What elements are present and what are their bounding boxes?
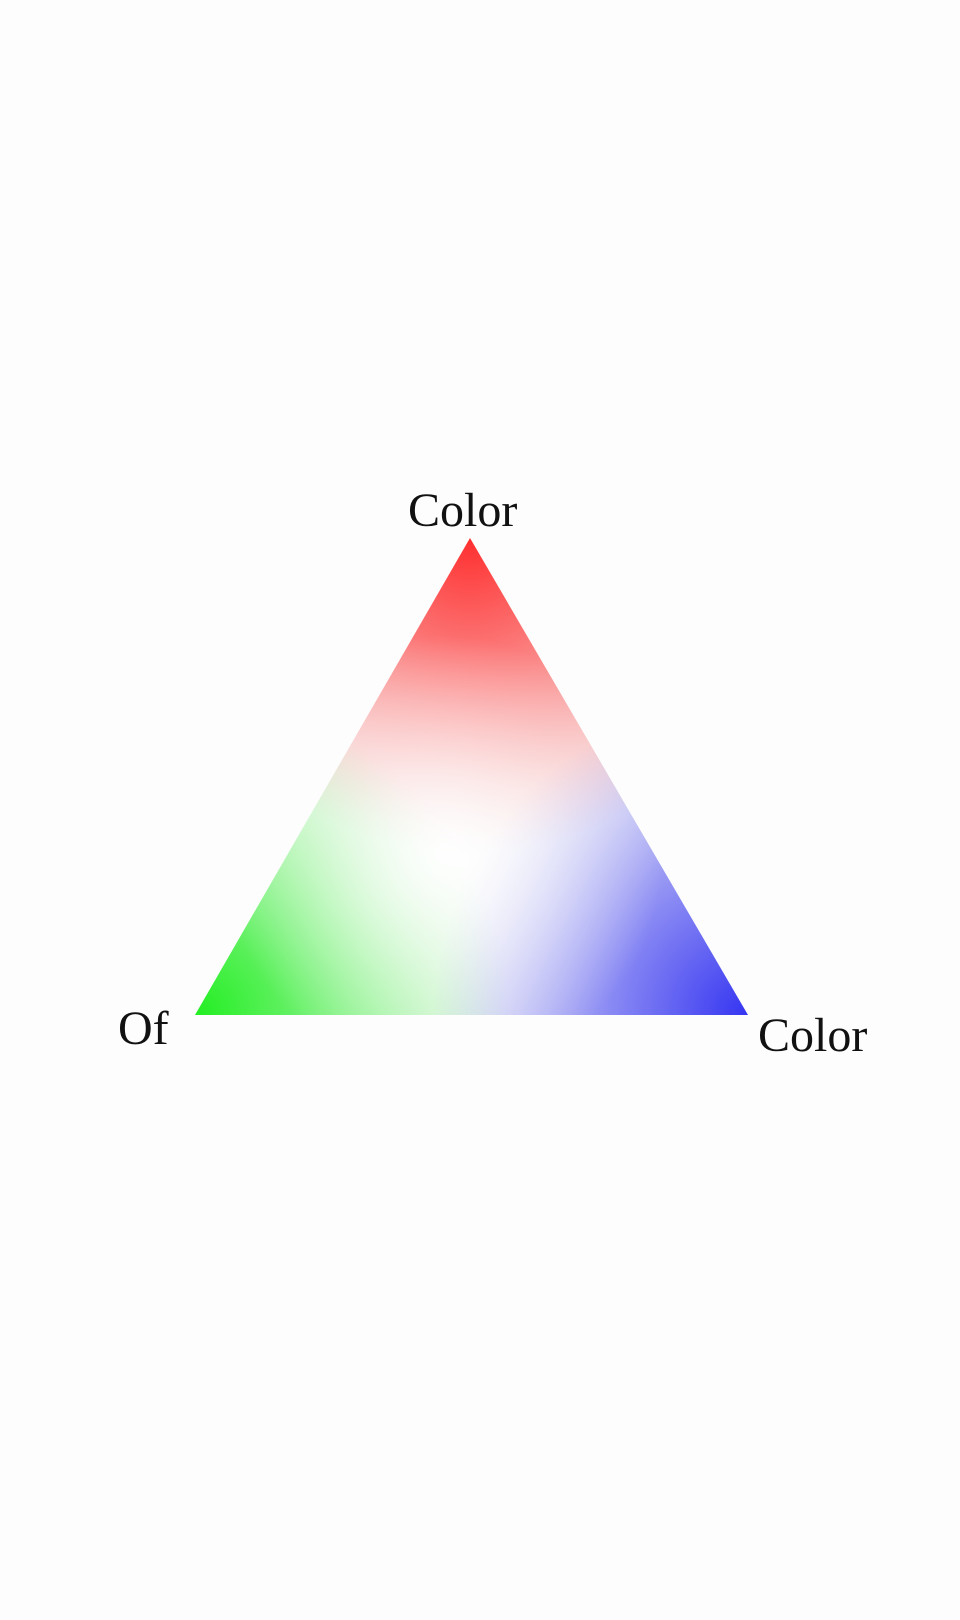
left-vertex-label: Of [118,1002,169,1055]
color-triangle [195,538,748,1015]
right-vertex-label: Color [758,1009,868,1062]
top-vertex-label: Color [408,484,518,537]
